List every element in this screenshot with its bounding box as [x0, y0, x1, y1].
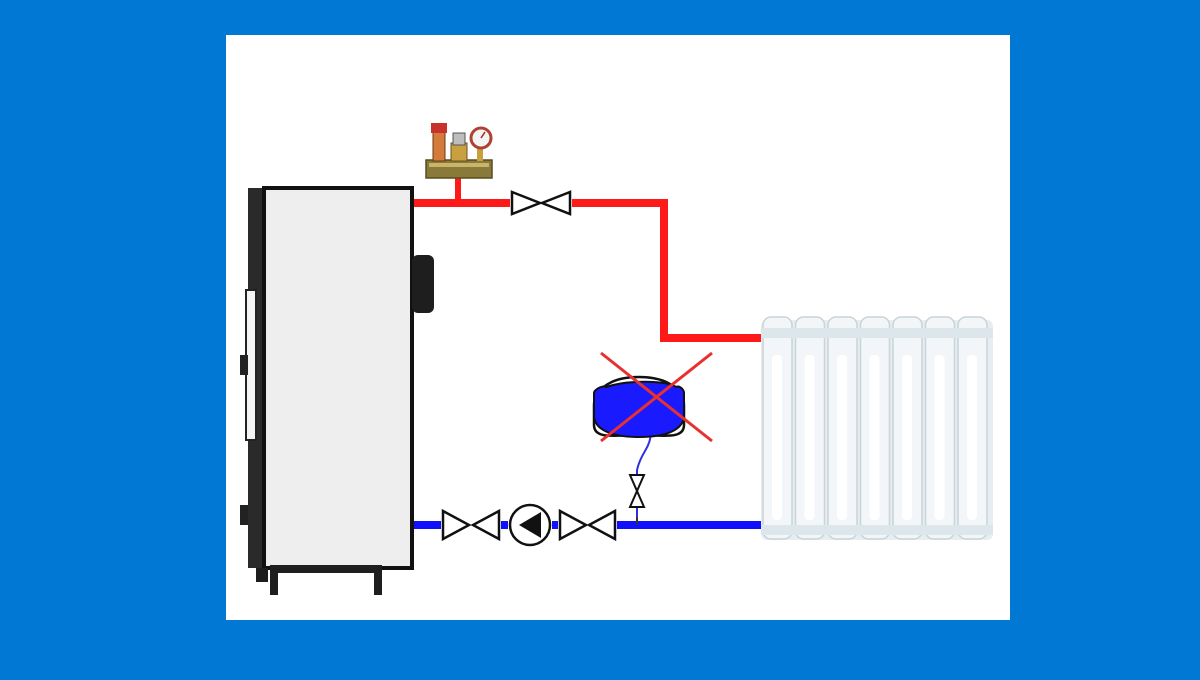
valve-icon — [628, 474, 646, 508]
cross-out-mark — [600, 351, 713, 443]
pump-icon — [508, 503, 552, 547]
radiator-icon — [761, 316, 993, 540]
valve-icon — [558, 508, 617, 542]
radiator-fin — [934, 355, 945, 520]
supply-pipe — [411, 178, 761, 342]
safety-group-icon — [425, 123, 493, 179]
valve-icon — [441, 508, 501, 542]
radiator-fin — [967, 355, 977, 520]
diagram-panel — [226, 35, 1010, 620]
return-pipe — [411, 517, 761, 529]
valve-icon — [510, 190, 572, 216]
boiler-icon — [240, 186, 434, 595]
radiator-fin — [869, 355, 880, 520]
radiator-fin — [804, 355, 815, 520]
radiator-fin — [837, 355, 847, 520]
heating-scheme-diagram — [226, 35, 1010, 620]
radiator-fin — [772, 355, 782, 520]
radiator-fin — [902, 355, 912, 520]
